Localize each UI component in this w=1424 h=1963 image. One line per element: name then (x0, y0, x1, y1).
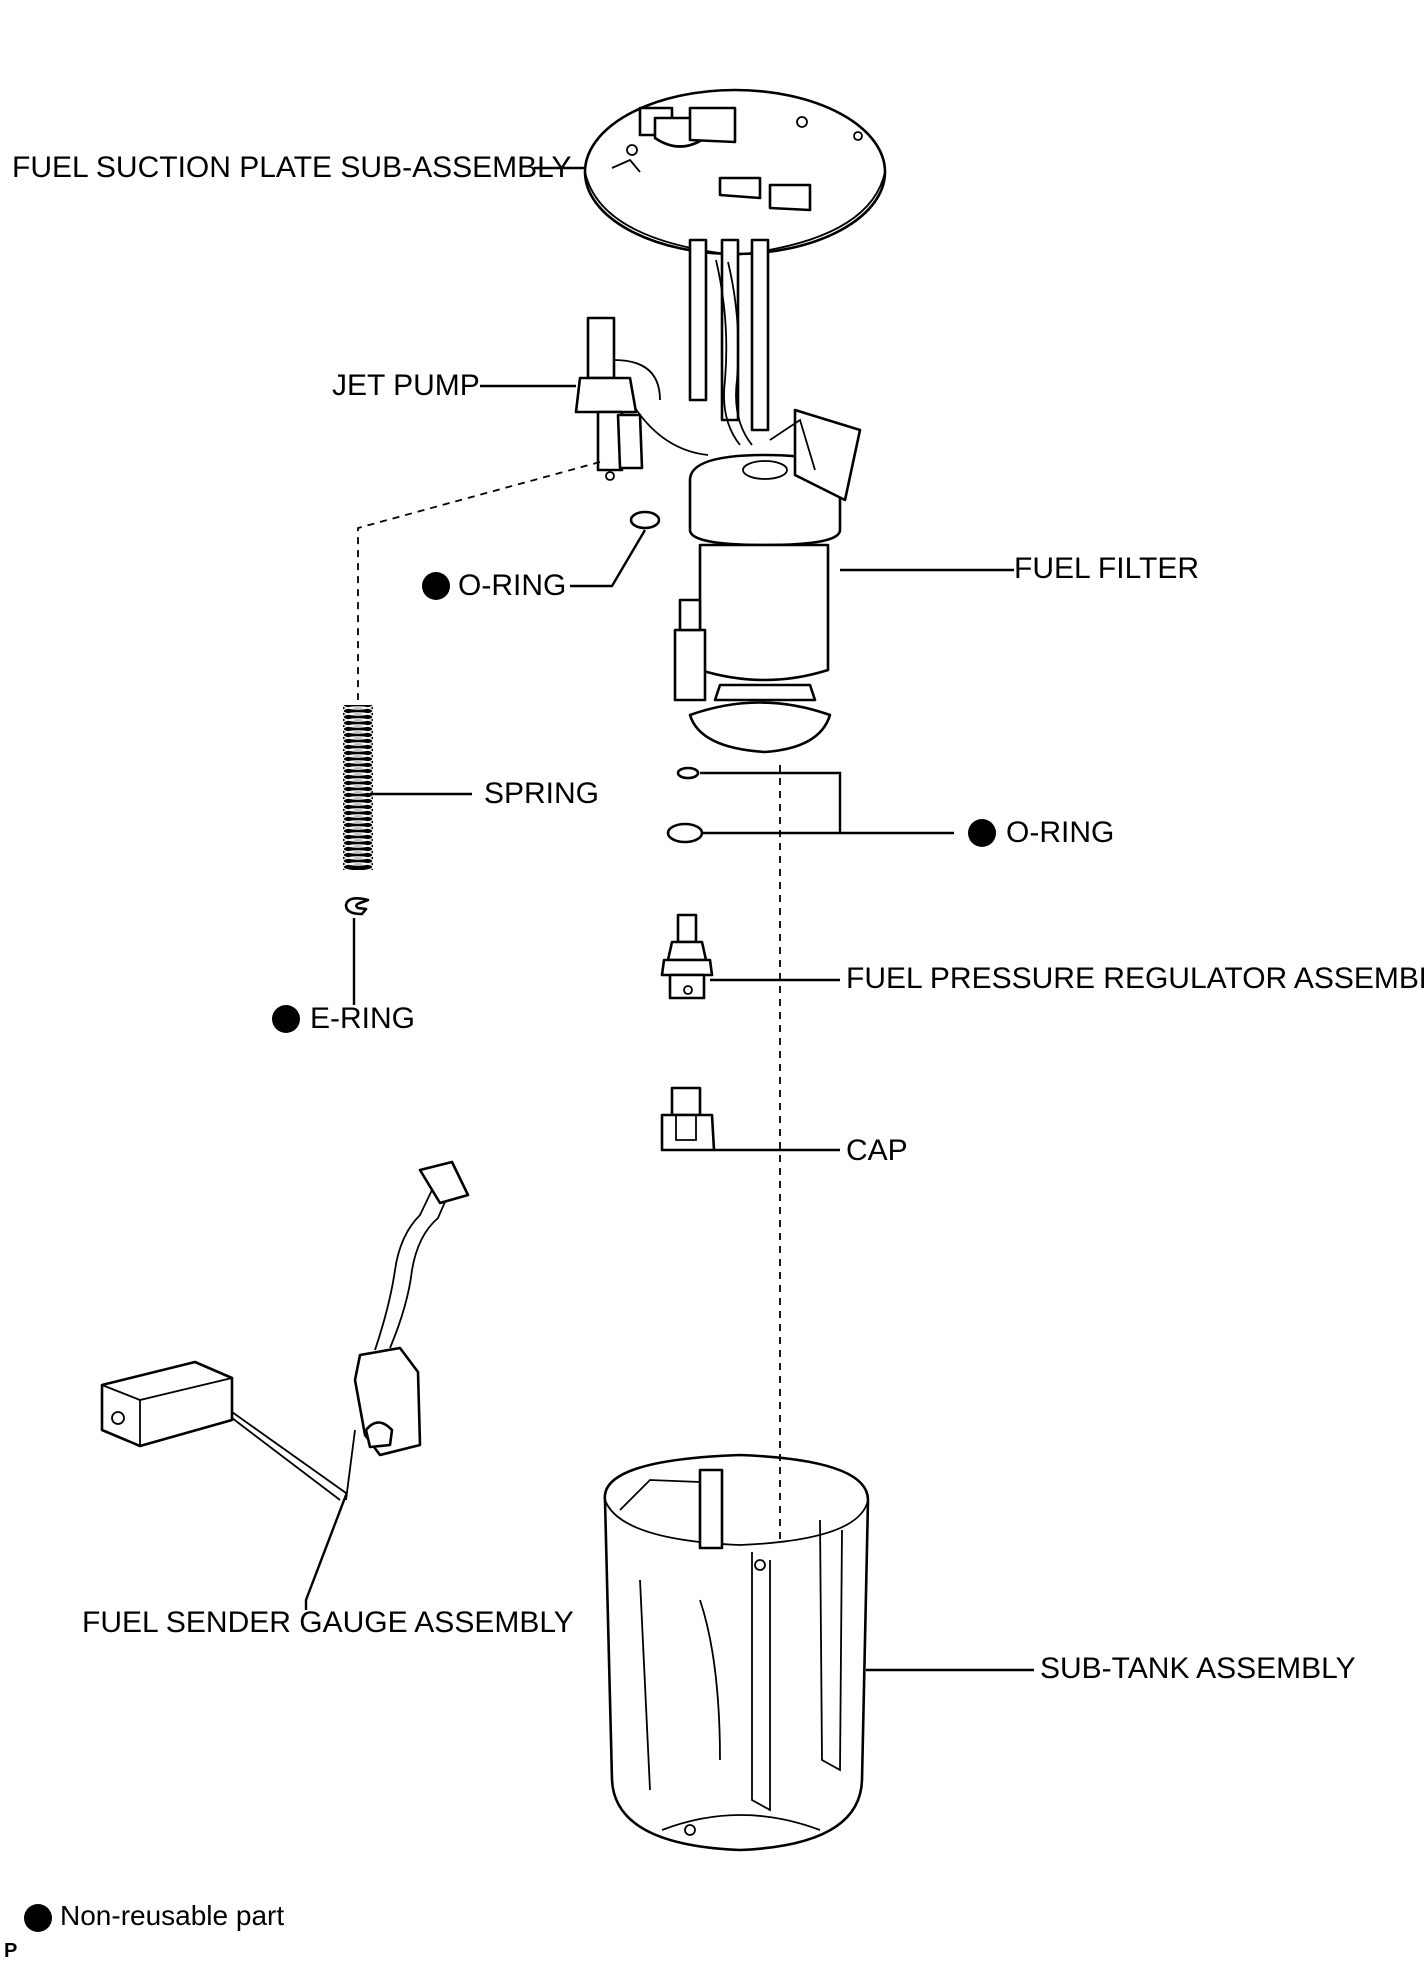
upper-o-ring-drawing (629, 510, 661, 530)
label-o-ring-upper: O-RING (458, 569, 567, 602)
sub-tank-drawing (603, 1453, 870, 1852)
label-jet-pump: JET PUMP (332, 369, 480, 402)
label-fuel-filter: FUEL FILTER (1014, 552, 1200, 585)
non-reusable-marker-o-ring-upper (422, 572, 450, 600)
small-o-ring-drawing (676, 766, 700, 780)
non-reusable-marker-e-ring (272, 1005, 300, 1033)
corner-mark: P (4, 1940, 18, 1962)
leader-o-ring-lower (700, 771, 954, 835)
label-sub-tank: SUB-TANK ASSEMBLY (1040, 1652, 1356, 1685)
fuel-sender-gauge-drawing (100, 1160, 470, 1501)
spring-drawing (342, 700, 374, 872)
label-cap: CAP (846, 1134, 908, 1167)
label-e-ring: E-RING (310, 1002, 415, 1035)
legend-marker-non-reusable (24, 1904, 52, 1932)
label-fuel-suction-plate: FUEL SUCTION PLATE SUB-ASSEMBLY (12, 151, 572, 184)
plate-tubes-drawing (629, 238, 770, 456)
label-spring: SPRING (484, 777, 600, 810)
large-o-ring-drawing (666, 822, 704, 844)
fuel-pressure-regulator-drawing (660, 913, 714, 1000)
fuel-filter-drawing (673, 408, 862, 754)
jet-pump-drawing (574, 316, 661, 481)
label-fuel-pressure-regulator: FUEL PRESSURE REGULATOR ASSEMBLY (846, 962, 1424, 995)
cap-drawing (660, 1086, 716, 1152)
leader-fuel-sender-gauge (304, 1494, 348, 1610)
e-ring-drawing (344, 897, 370, 916)
legend-non-reusable-part: Non-reusable part (60, 1900, 285, 1931)
label-o-ring-lower: O-RING (1006, 816, 1115, 849)
leader-o-ring-upper (570, 529, 647, 588)
fuel-suction-plate-drawing (583, 88, 887, 256)
jet-pump-spring-alignment-line (357, 461, 601, 700)
label-fuel-sender-gauge: FUEL SENDER GAUGE ASSEMBLY (82, 1606, 574, 1639)
non-reusable-marker-o-ring-lower (968, 819, 996, 847)
